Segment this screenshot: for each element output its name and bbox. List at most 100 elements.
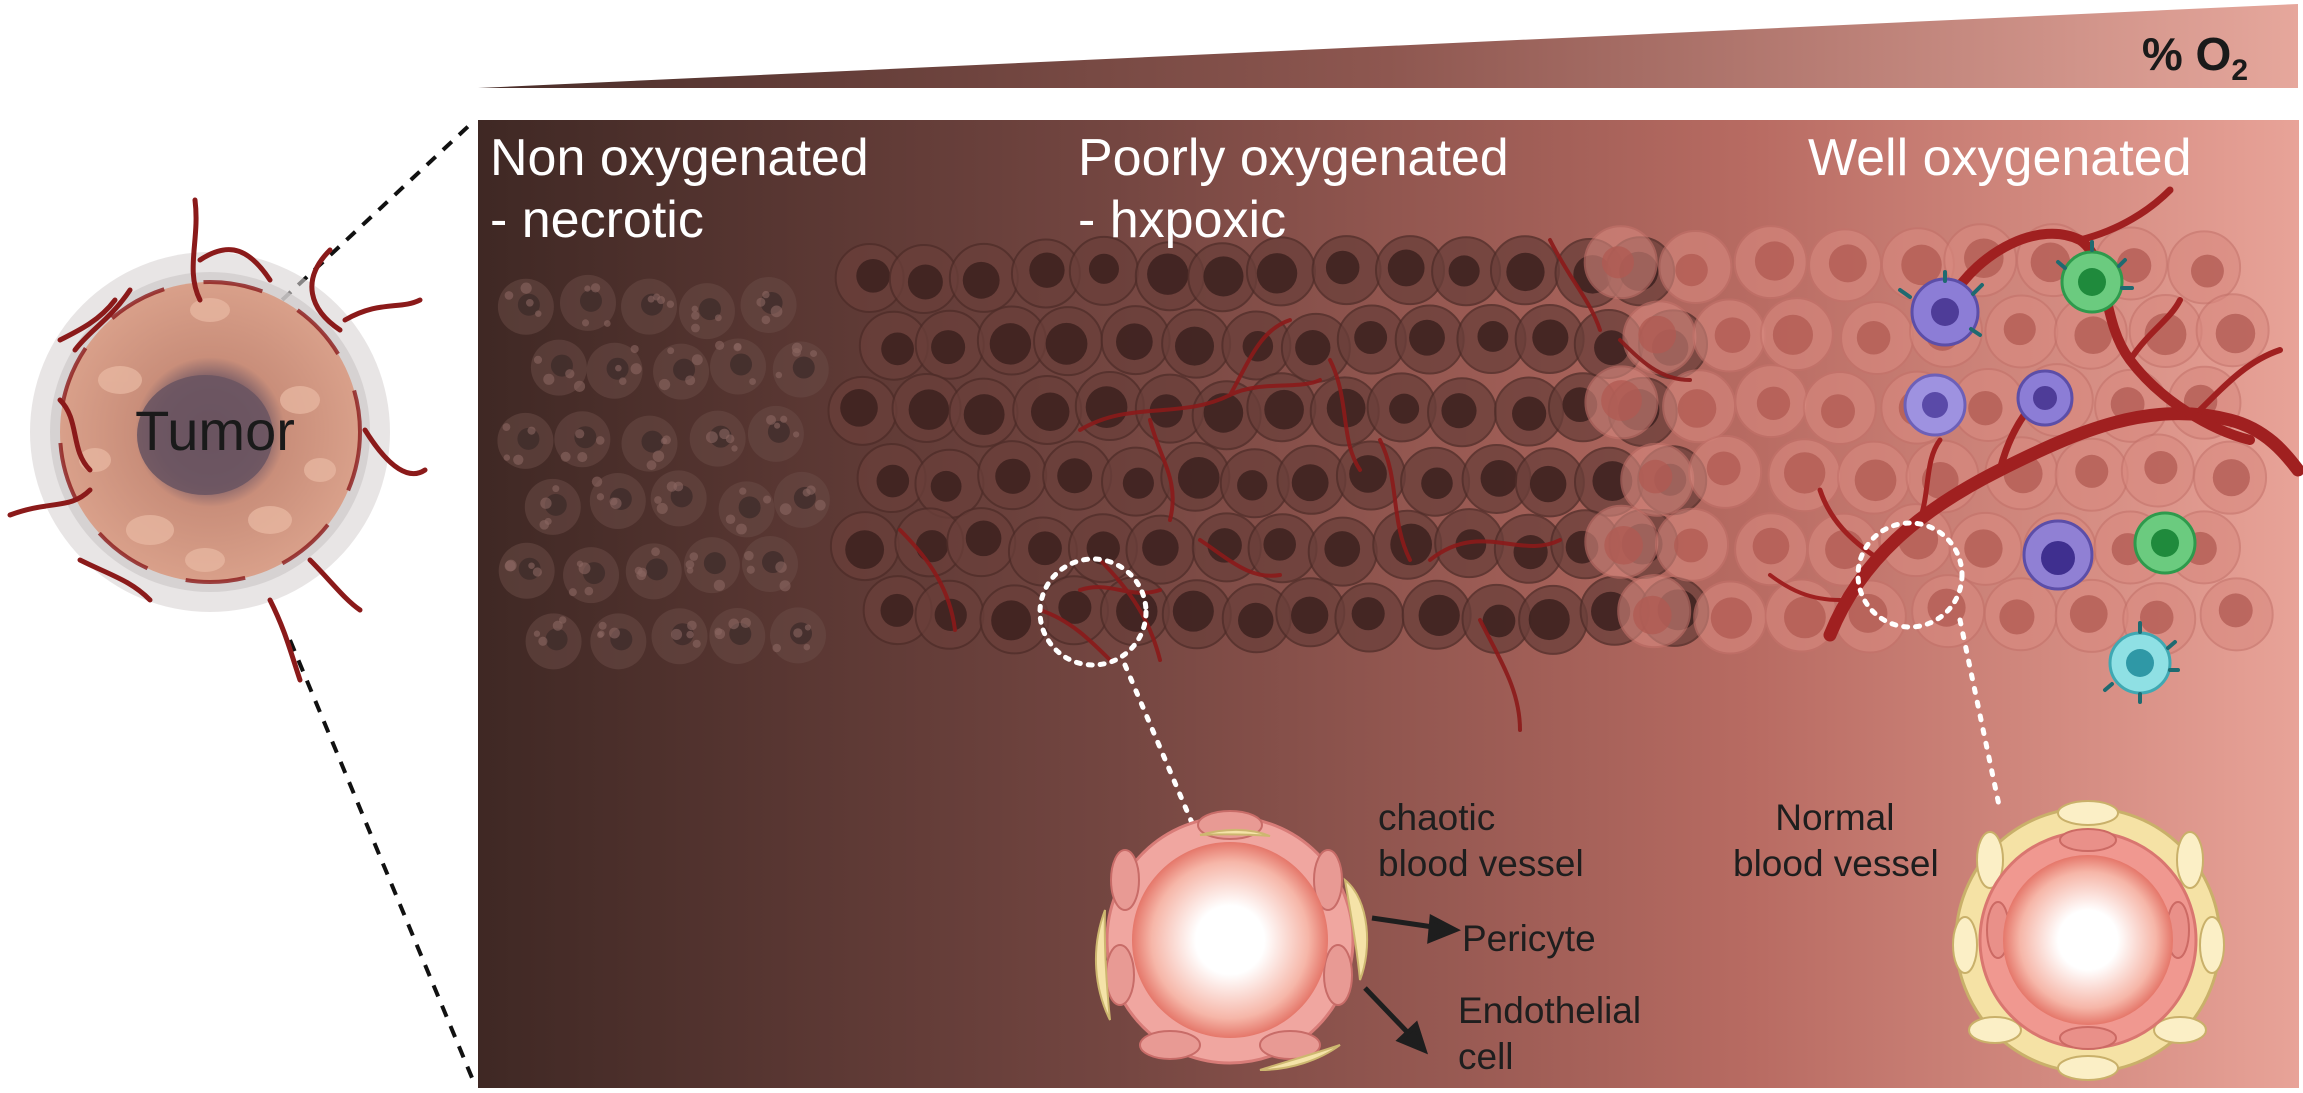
necrotic-cells xyxy=(497,274,830,670)
hypoxic-cell xyxy=(1372,509,1443,580)
hypoxic-cell xyxy=(891,372,962,443)
oxygenated-cell xyxy=(1808,228,1883,303)
oxygenated-cell xyxy=(2120,433,2195,508)
t-cell-cyan-icon xyxy=(2108,631,2172,695)
zoom-line-bottom xyxy=(288,639,477,1086)
oxygenated-cell xyxy=(2193,440,2268,515)
hypoxic-cell xyxy=(1401,579,1472,650)
necrotic-cell xyxy=(590,613,647,670)
necrotic-cell xyxy=(554,411,611,468)
hypoxic-cell xyxy=(1033,306,1104,377)
necrotic-cell xyxy=(773,471,830,528)
oxygenated-cell xyxy=(2195,293,2270,368)
oxygenated-cell xyxy=(1584,365,1659,440)
hypoxic-cell xyxy=(1068,235,1139,306)
necrotic-cell xyxy=(718,481,775,538)
hypoxic-cell xyxy=(1074,371,1145,442)
necrotic-cell xyxy=(770,607,827,664)
hypoxic-cell xyxy=(1161,308,1232,379)
hypoxic-cell xyxy=(979,584,1050,655)
necrotic-cell xyxy=(740,276,797,333)
hypoxic-cell xyxy=(914,579,985,650)
necrotic-cell xyxy=(524,478,581,535)
necrotic-cell xyxy=(650,470,707,527)
necrotic-cell xyxy=(589,473,646,530)
oxygenated-cell xyxy=(1734,364,1809,439)
oxygen-gradient-wedge xyxy=(478,4,2298,88)
hypoxic-cell xyxy=(827,375,898,446)
hypoxic-cell xyxy=(1246,372,1317,443)
oxygenated-cell xyxy=(1658,229,1733,304)
necrotic-cell xyxy=(625,543,682,600)
hypoxic-cell xyxy=(1394,304,1465,375)
t-cell-green-2-icon xyxy=(2133,511,2197,575)
hypoxic-cell xyxy=(1187,242,1258,313)
hypoxic-cell xyxy=(1012,374,1083,445)
hypoxic-cell xyxy=(1160,441,1231,512)
hypoxic-cell xyxy=(1161,579,1232,650)
hypoxic-cell xyxy=(1518,584,1589,655)
necrotic-cell xyxy=(747,405,804,462)
necrotic-cell xyxy=(586,342,643,399)
necrotic-cell xyxy=(653,343,710,400)
oxygenated-cell xyxy=(1984,294,2059,369)
hypoxic-cell xyxy=(856,443,927,514)
hypoxic-cell xyxy=(1191,512,1262,583)
hypoxic-cell xyxy=(1427,377,1498,448)
oxygenated-cell xyxy=(1692,298,1767,373)
oxygenated-cell xyxy=(2054,437,2129,512)
oxygenated-cell xyxy=(1655,507,1730,582)
necrotic-cell xyxy=(497,412,554,469)
hypoxic-cell xyxy=(948,377,1019,448)
hypoxic-cell xyxy=(1007,516,1078,587)
zone-well-oxygenated-label: Well oxygenated xyxy=(1808,129,2192,187)
hypoxic-cell xyxy=(1311,235,1382,306)
hypoxic-cell xyxy=(1493,513,1564,584)
hypoxic-cell xyxy=(862,575,933,646)
necrotic-cell xyxy=(498,542,555,599)
necrotic-cell xyxy=(678,283,735,340)
normal-vessel-connector xyxy=(1957,617,2003,813)
oxygenated-cell xyxy=(2199,577,2274,652)
oxygenated-cell xyxy=(2122,582,2197,657)
hypoxic-cell xyxy=(914,309,985,380)
necrotic-cell xyxy=(689,410,746,467)
hypoxic-cell xyxy=(1334,582,1405,653)
oxygenated-cell xyxy=(2167,230,2242,305)
necrotic-cell xyxy=(559,274,616,331)
oxygenated-cell xyxy=(1622,300,1697,375)
hypoxic-cell xyxy=(1125,514,1196,585)
oxygenated-cell xyxy=(1951,368,2026,443)
normal-vessel-cross-section xyxy=(1952,800,2225,1081)
hypoxic-cell xyxy=(1276,444,1347,515)
chaotic-vessel-connector xyxy=(1122,662,1198,833)
hypoxic-cell xyxy=(1101,446,1172,517)
hypoxic-cell xyxy=(1461,444,1532,515)
hypoxic-cell xyxy=(1514,447,1585,518)
hypoxic-cell xyxy=(1494,376,1565,447)
necrotic-cell xyxy=(683,537,740,594)
necrotic-cell xyxy=(772,341,829,398)
tumor-label: Tumor xyxy=(135,399,295,462)
hypoxic-cell xyxy=(1247,513,1318,584)
hypoxic-cell xyxy=(1489,235,1560,306)
necrotic-cell xyxy=(742,536,799,593)
hypoxic-cell xyxy=(977,440,1048,511)
hypoxic-cell xyxy=(946,507,1017,578)
oxygenated-cell xyxy=(1836,440,1911,515)
oxygenated-cell xyxy=(1948,511,2023,586)
necrotic-cell xyxy=(497,278,554,335)
oxygenated-cell xyxy=(1733,225,1808,300)
hypoxic-cell xyxy=(1219,448,1290,519)
pericyte-label: Pericyte xyxy=(1462,918,1596,959)
necrotic-cell xyxy=(530,339,587,396)
hypoxic-cell xyxy=(914,448,985,519)
immune-cells xyxy=(1898,240,2197,704)
annotation-arrows xyxy=(1363,914,1461,1055)
normal-vessel-magnifier xyxy=(1855,520,1965,630)
oxygenated-cell xyxy=(1734,512,1809,587)
chaotic-vessel-label: chaotic blood vessel xyxy=(1378,797,1584,884)
necrotic-cell xyxy=(525,613,582,670)
